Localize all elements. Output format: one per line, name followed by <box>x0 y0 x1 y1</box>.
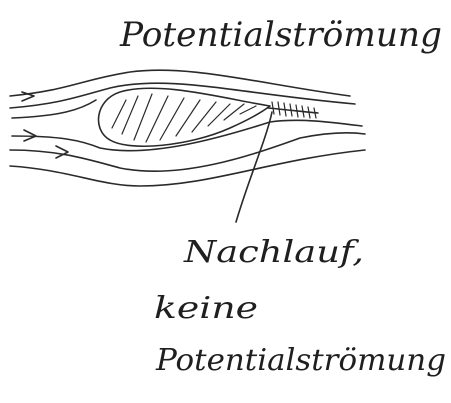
annotation-line-3: Potentialströmung <box>155 343 446 378</box>
annotation-line-2: keine <box>154 291 258 326</box>
flow-arrow-bottom <box>56 146 68 158</box>
wake-region <box>268 102 318 118</box>
wake-line <box>268 108 318 113</box>
flow-arrows <box>22 92 68 158</box>
sketch-title: Potentialströmung <box>119 15 442 55</box>
streamline-outer-top <box>10 70 350 96</box>
streamline-outer-bottom <box>10 150 365 186</box>
airfoil-outline <box>99 88 270 146</box>
annotation-line-1: Nachlauf, <box>183 235 364 270</box>
airfoil-hatching <box>112 94 256 142</box>
streamlines <box>10 70 365 186</box>
